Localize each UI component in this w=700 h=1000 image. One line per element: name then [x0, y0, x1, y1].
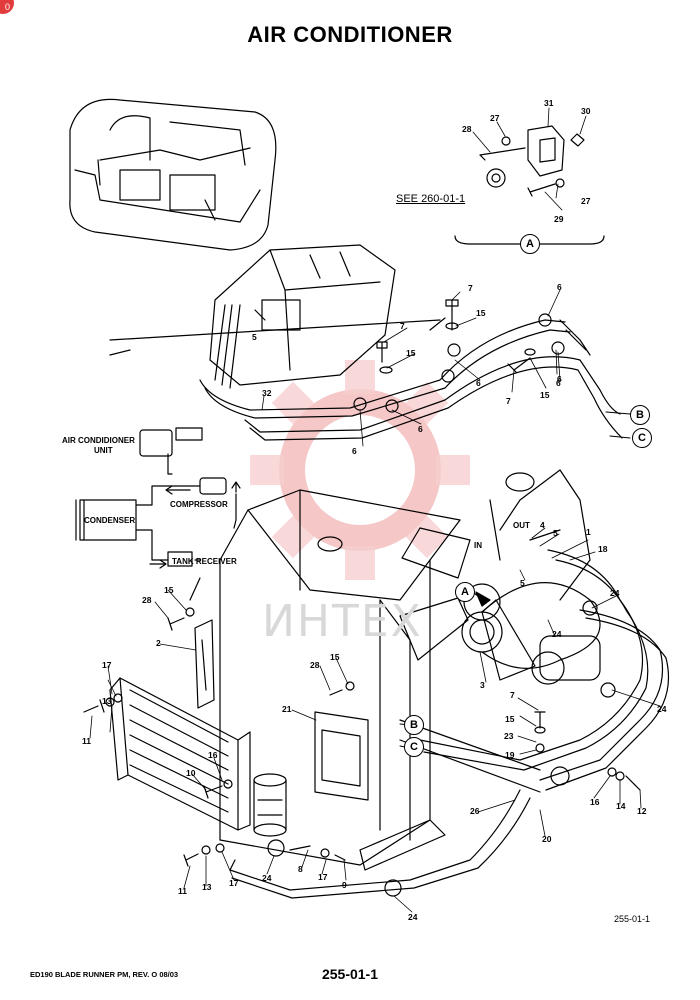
part-number-p6c: 6	[352, 446, 357, 456]
part-number-p10: 10	[186, 768, 196, 778]
part-number-p6d: 6	[557, 282, 562, 292]
corner-badge: 0	[0, 0, 14, 14]
view-callout-a-engine: A	[455, 582, 475, 602]
footer-page-number: 255-01-1	[321, 966, 379, 982]
part-number-p17a: 17	[102, 660, 112, 670]
part-number-p31: 31	[544, 98, 554, 108]
part-number-p11a: 11	[82, 736, 91, 746]
view-callout-c-lower: C	[404, 737, 424, 757]
figure-number: 255-01-1	[614, 914, 651, 924]
part-number-p15c: 15	[540, 390, 550, 400]
part-number-p3: 3	[480, 680, 485, 690]
part-number-p4: 4	[540, 520, 545, 530]
part-number-p21: 21	[282, 704, 292, 714]
in-port-label: IN	[474, 541, 482, 550]
part-number-p17c: 17	[318, 872, 328, 882]
part-number-p29: 29	[554, 214, 564, 224]
part-number-p17b: 17	[229, 878, 239, 888]
condenser-core	[109, 677, 251, 831]
part-number-p11b: 11	[178, 886, 187, 896]
lower-fasteners	[83, 607, 641, 867]
engine-pulleys	[461, 469, 601, 685]
part-number-p12: 12	[637, 806, 647, 816]
part-number-p24a: 24	[610, 588, 620, 598]
part-number-p6b: 6	[418, 424, 423, 434]
part-number-p6e: 6	[556, 378, 561, 388]
part-number-p1: 1	[586, 527, 591, 537]
bracket-21	[314, 711, 369, 801]
part-number-p7b: 7	[400, 321, 405, 331]
view-callout-b-right: B	[630, 405, 650, 425]
ac-unit-label-line1: AIR CONDIDIONER	[62, 436, 135, 445]
right-hose-bundle	[229, 549, 670, 899]
part-number-p30: 30	[581, 106, 591, 116]
part-number-p32: 32	[262, 388, 272, 398]
part-number-p6f: 6	[557, 374, 562, 384]
evaporator-block-sketch	[109, 244, 446, 389]
watermark-text: ИНТЕХ	[262, 596, 423, 647]
part-number-p15d: 15	[505, 714, 515, 724]
part-number-p28c: 28	[310, 660, 320, 670]
part-number-p24e: 24	[262, 873, 272, 883]
part-number-p5c: 5	[520, 578, 525, 588]
part-number-p18: 18	[598, 544, 608, 554]
view-callout-c-right: C	[632, 428, 652, 448]
part-number-p28b: 28	[142, 595, 152, 605]
flow-arrows	[149, 481, 241, 569]
part-number-p7c: 7	[506, 396, 511, 406]
part-number-p15e: 15	[164, 585, 174, 595]
watermark-gear-teeth	[250, 360, 470, 580]
part-number-p24c: 24	[657, 704, 667, 714]
page-title: AIR CONDITIONER	[247, 22, 453, 47]
condenser-label: CONDENSER	[84, 516, 136, 525]
part-number-p24b: 24	[552, 629, 562, 639]
part-number-p9: 9	[342, 880, 347, 890]
part-number-p2: 2	[156, 638, 161, 648]
part-number-p5a: 5	[252, 332, 257, 342]
part-number-p26: 26	[470, 806, 480, 816]
part-number-p14: 14	[616, 801, 626, 811]
part-number-p13a: 13	[102, 696, 112, 706]
see-reference-link[interactable]: SEE 260-01-1	[396, 193, 466, 205]
view-callout-a-top: A	[520, 234, 540, 254]
part-number-p7a: 7	[468, 283, 473, 293]
part-number-p8: 8	[298, 864, 303, 874]
part-number-p5b: 5	[553, 528, 558, 538]
part-number-p15f: 15	[330, 652, 340, 662]
part-number-p16a: 16	[590, 797, 600, 807]
ac-schematic	[75, 427, 237, 601]
part-number-p24d: 24	[408, 912, 418, 922]
part-number-p19: 19	[505, 750, 515, 760]
part-number-p28a: 28	[462, 124, 472, 134]
bracket-2	[194, 619, 215, 709]
part-number-p27a: 27	[490, 113, 500, 123]
part-number-p15a: 15	[476, 308, 486, 318]
view-callout-b-lower: B	[404, 715, 424, 735]
receiver-drier	[253, 773, 287, 837]
ac-unit-label-line2: UNIT	[94, 446, 113, 455]
part-number-p20: 20	[542, 834, 552, 844]
part-number-p15b: 15	[406, 348, 416, 358]
part-number-p23: 23	[504, 731, 514, 741]
compressor-label: COMPRESSOR	[170, 500, 228, 509]
part-number-p6a: 6	[476, 378, 481, 388]
hose-clamps	[267, 600, 616, 897]
cab-overview-sketch	[69, 98, 277, 251]
watermark-gear	[279, 389, 441, 551]
tank-receiver-label: TANK RECEIVER	[172, 557, 237, 566]
part-number-p27b: 27	[581, 196, 591, 206]
upper-fasteners	[254, 299, 536, 374]
part-number-p16b: 16	[208, 750, 218, 760]
part-number-p13b: 13	[202, 882, 212, 892]
detail-a-bracket	[454, 125, 605, 245]
out-port-label: OUT	[513, 521, 530, 530]
footer-manual-info: ED190 BLADE RUNNER PM, REV. O 08/03	[30, 970, 179, 979]
part-number-p7d: 7	[510, 690, 515, 700]
leader-lines	[89, 107, 661, 913]
